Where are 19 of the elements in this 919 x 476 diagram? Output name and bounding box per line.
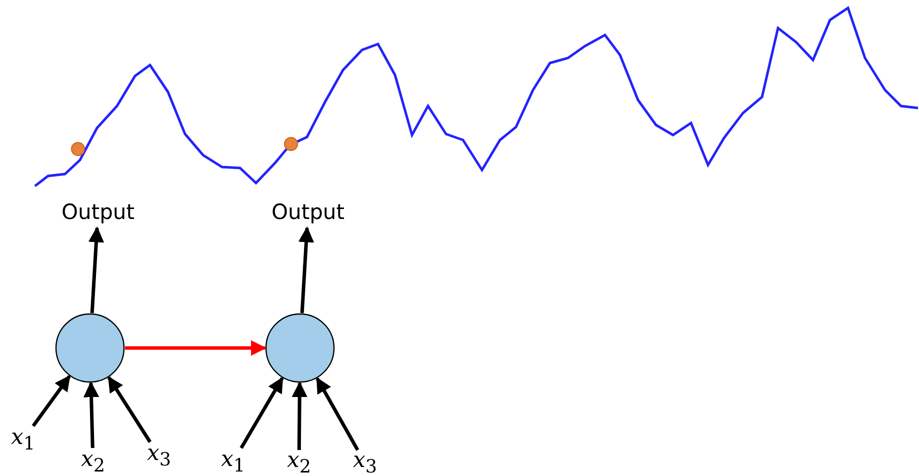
arrow — [316, 377, 360, 451]
input-variable: x$_{3}$ — [146, 442, 172, 470]
input-variable: x$_{1}$ — [10, 426, 36, 454]
arrow — [292, 381, 308, 450]
input-variable: x$_{2}$ — [80, 448, 106, 476]
arrow — [125, 340, 267, 356]
arrow — [83, 381, 100, 448]
output-label: Output — [62, 200, 134, 224]
arrow — [298, 226, 314, 314]
input-variable: x$_{3}$ — [352, 450, 378, 476]
output-label: Output — [272, 200, 344, 224]
neuron-circle — [55, 313, 125, 383]
arrow — [88, 226, 104, 314]
arrow — [32, 375, 71, 428]
input-variable: x$_{1}$ — [220, 448, 246, 476]
input-variable: x$_{2}$ — [286, 450, 312, 476]
arrow — [107, 376, 152, 443]
neuron-circle — [265, 313, 335, 383]
arrow — [240, 376, 284, 449]
